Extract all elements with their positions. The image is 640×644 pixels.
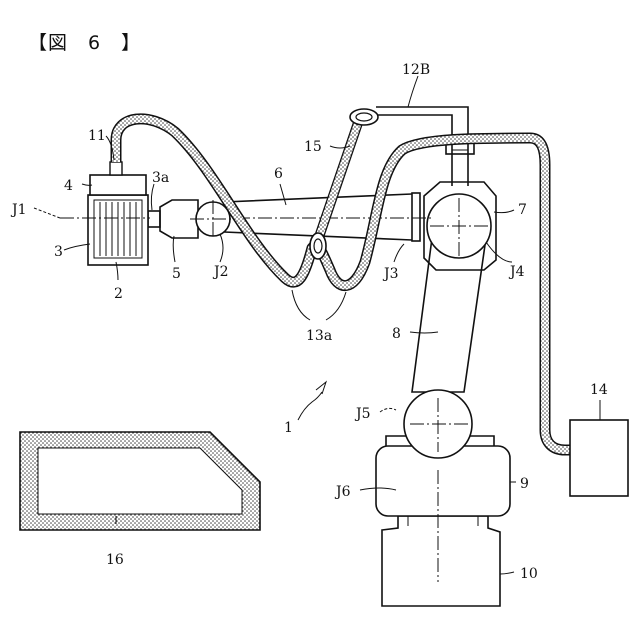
- label-10: 10: [520, 566, 538, 582]
- label-1: 1: [284, 420, 293, 436]
- label-16: 16: [106, 552, 124, 568]
- label-8: 8: [392, 326, 401, 342]
- label-11: 11: [88, 128, 106, 144]
- label-2: 2: [114, 286, 123, 302]
- label-6: 6: [274, 166, 283, 182]
- label-j4: J4: [508, 264, 525, 280]
- label-9: 9: [520, 476, 529, 492]
- label-14: 14: [590, 382, 608, 398]
- label-4: 4: [64, 178, 73, 194]
- label-15: 15: [304, 139, 322, 155]
- label-j6: J6: [334, 484, 351, 500]
- connector-11: [110, 162, 122, 175]
- label-3a: 3a: [152, 170, 169, 186]
- label-12b: 12B: [402, 62, 430, 78]
- label-5: 5: [172, 266, 181, 282]
- controller-14: [570, 420, 628, 496]
- label-j1: J1: [10, 202, 27, 218]
- label-j3: J3: [382, 266, 399, 282]
- label-13a: 13a: [306, 328, 332, 344]
- figure-title: 【図 6 】: [28, 28, 141, 55]
- box-4: [90, 175, 146, 195]
- label-7: 7: [518, 202, 527, 218]
- label-3: 3: [54, 244, 63, 260]
- lower-arm-8: [412, 238, 486, 392]
- support-rod-15: [318, 117, 360, 240]
- workpiece-16: [20, 432, 260, 530]
- label-j2: J2: [212, 264, 229, 280]
- robot-base-10: [382, 516, 500, 606]
- label-j5: J5: [354, 406, 371, 422]
